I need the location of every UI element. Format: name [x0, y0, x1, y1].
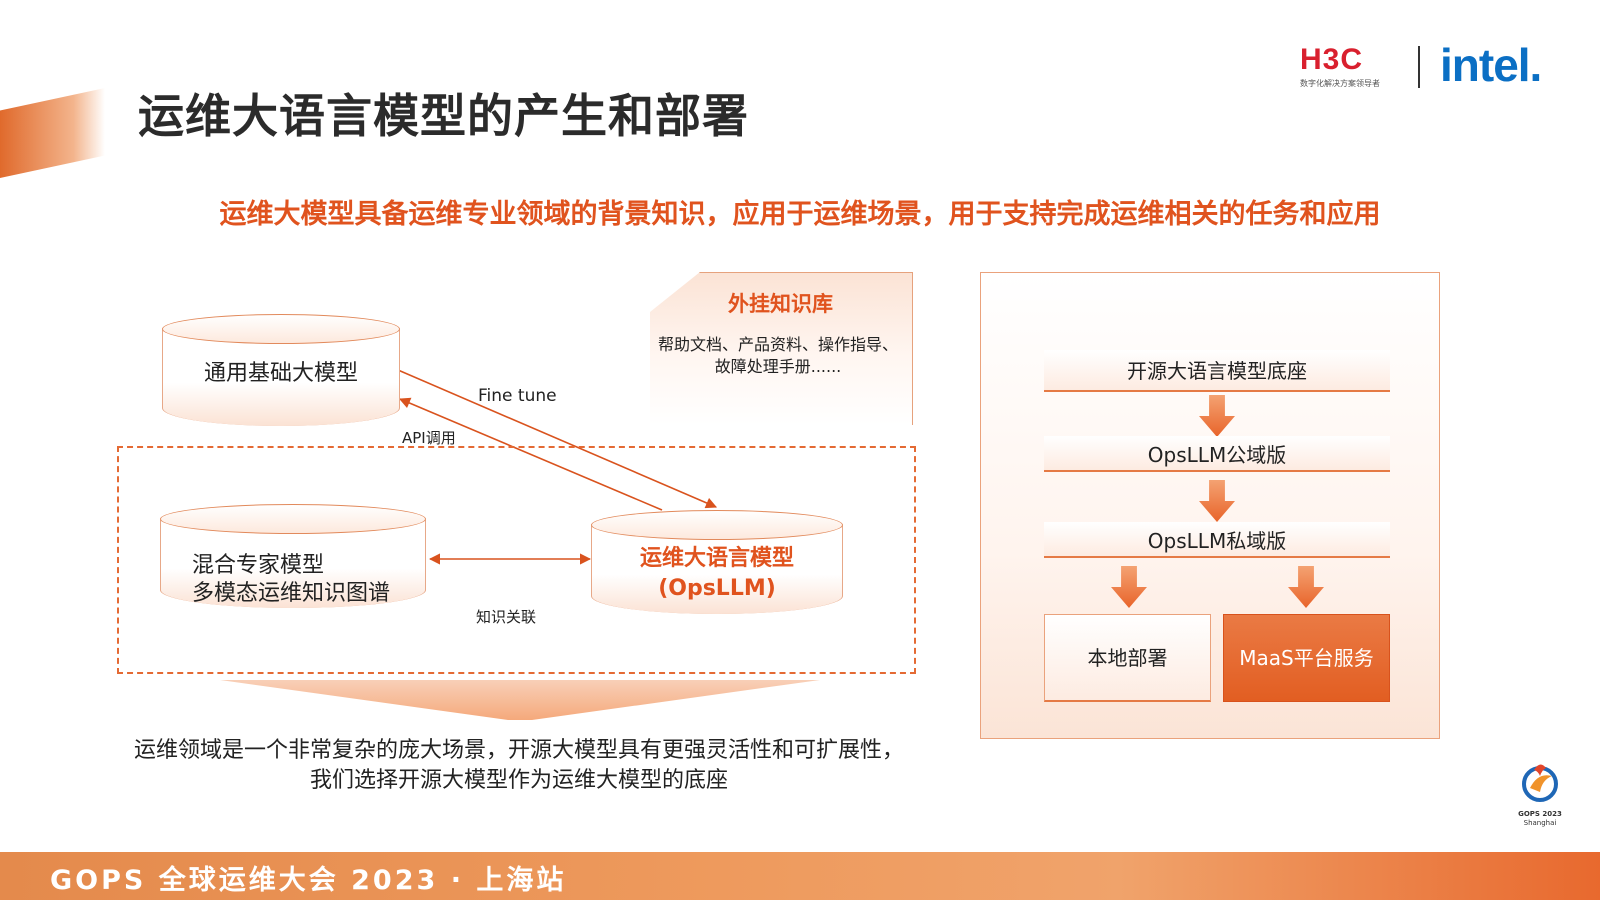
- stage-private-domain: OpsLLM私域版: [1044, 522, 1390, 558]
- knowledge-base-card: [650, 272, 913, 425]
- intel-logo: intel.: [1440, 39, 1542, 91]
- footer-text: GOPS 全球运维大会 2023 · 上海站: [50, 865, 567, 896]
- general-model-label: 通用基础大模型: [203, 361, 358, 386]
- h3c-logo: H3C: [1300, 43, 1364, 76]
- knowledge-base-title: 外挂知识库: [728, 292, 833, 316]
- ops-system-boundary: [117, 446, 916, 674]
- gops-mark-text: GOPS 2023 Shanghai: [1502, 810, 1578, 828]
- fine-tune-label: Fine tune: [478, 386, 557, 406]
- knowledge-link-label: 知识关联: [476, 608, 537, 626]
- fine-tune-arrow: [397, 369, 718, 509]
- knowledge-base-description: 帮助文档、产品资料、操作指导、故障处理手册......: [658, 335, 899, 376]
- stage-open-source-base: 开源大语言模型底座: [1044, 350, 1390, 392]
- gops-mark-city: Shanghai: [1523, 819, 1557, 827]
- h3c-tagline: 数字化解决方案领导者: [1300, 79, 1380, 88]
- logo-divider: [1418, 46, 1420, 88]
- gops-mark-year: GOPS 2023: [1518, 810, 1562, 818]
- general-model-cylinder: 通用基础大模型: [162, 314, 400, 426]
- page-title: 运维大语言模型的产生和部署: [138, 89, 749, 143]
- opsllm-label: 运维大语言模型: [639, 546, 794, 571]
- expert-model-label: 混合专家模型: [192, 553, 325, 578]
- gops-logo-icon: [1522, 764, 1558, 802]
- stage-public-domain: OpsLLM公域版: [1044, 436, 1390, 472]
- maas-service-box: MaaS平台服务: [1223, 614, 1390, 702]
- api-call-arrow: [398, 397, 663, 511]
- footer-bar: [0, 852, 1600, 900]
- knowledge-graph-label: 多模态运维知识图谱: [192, 581, 391, 606]
- conclusion-text: 运维领域是一个非常复杂的庞大场景，开源大模型具有更强灵活性和可扩展性，我们选择开…: [134, 738, 905, 793]
- slide-subtitle: 运维大模型具备运维专业领域的背景知识，应用于运维场景，用于支持完成运维相关的任务…: [219, 199, 1381, 230]
- api-call-label: API调用: [402, 429, 456, 447]
- opsllm-abbr-label: (OpsLLM): [658, 576, 776, 601]
- local-deployment-box: 本地部署: [1044, 614, 1211, 702]
- expert-model-cylinder: 混合专家模型 多模态运维知识图谱: [160, 504, 426, 608]
- opsllm-cylinder: 运维大语言模型 (OpsLLM): [591, 510, 843, 614]
